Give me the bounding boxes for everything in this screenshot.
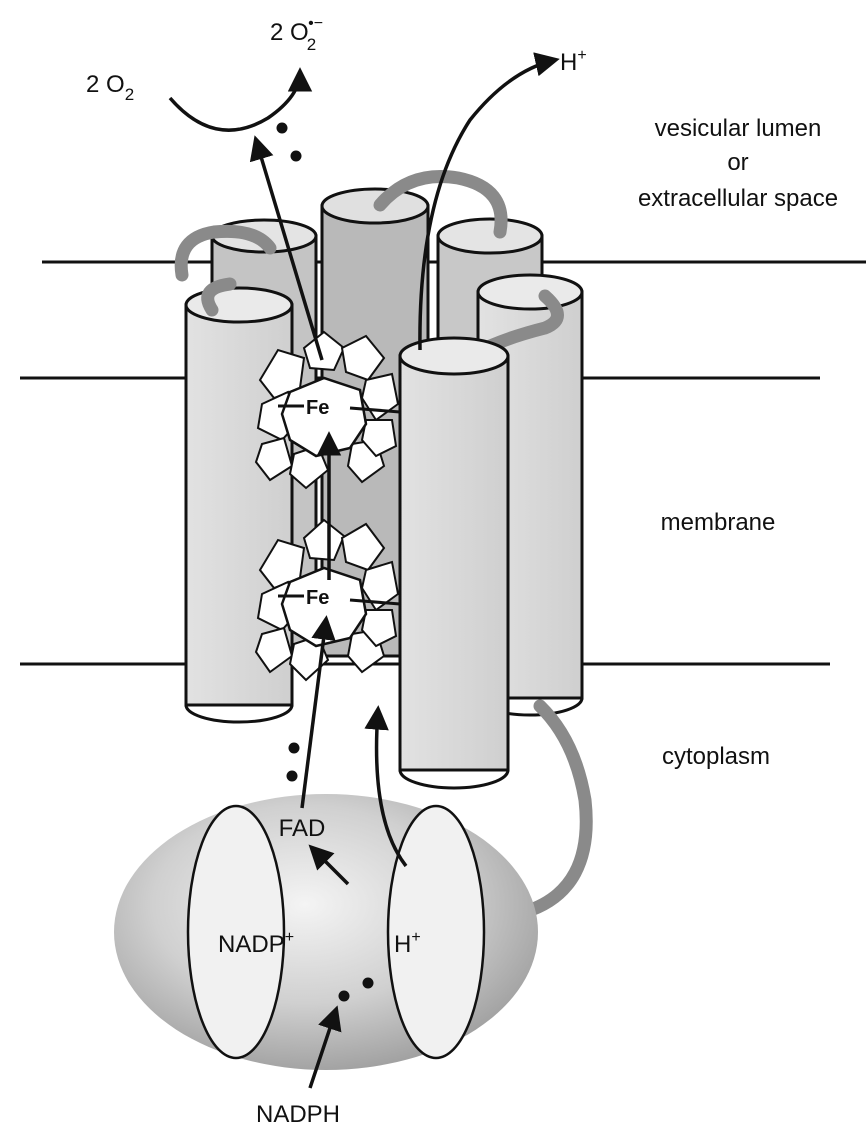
heme-upper-fe-label: Fe xyxy=(306,397,329,419)
electron-dot xyxy=(339,991,350,1002)
electron-dot xyxy=(289,743,300,754)
heme-lower-fe-label: Fe xyxy=(306,587,329,609)
region-labels: vesicular lumen or extracellular space m… xyxy=(638,115,838,770)
fad-label: FAD xyxy=(279,815,326,842)
superoxide-label: 2 O2•− xyxy=(270,15,323,54)
electron-dot xyxy=(363,978,374,989)
membrane-label: membrane xyxy=(661,509,776,536)
lumen-label-1: vesicular lumen xyxy=(655,115,822,142)
electron-dot xyxy=(291,151,302,162)
cytoplasm-label: cytoplasm xyxy=(662,743,770,770)
c-terminal-tail xyxy=(525,706,586,912)
dehydrogenase-domain xyxy=(114,794,538,1070)
lumen-label-2: or xyxy=(727,149,748,176)
nadph-label: NADPH xyxy=(256,1101,340,1128)
electron-dot xyxy=(277,123,288,134)
arrow-o2-to-superoxide xyxy=(170,72,300,130)
o2-label: 2 O2 xyxy=(86,71,134,104)
electron-dot xyxy=(287,771,298,782)
helix-front-right xyxy=(400,338,508,788)
proton-top-label: H+ xyxy=(560,47,587,76)
nadp-label: NADP+ xyxy=(218,929,294,958)
lumen-label-3: extracellular space xyxy=(638,185,838,212)
